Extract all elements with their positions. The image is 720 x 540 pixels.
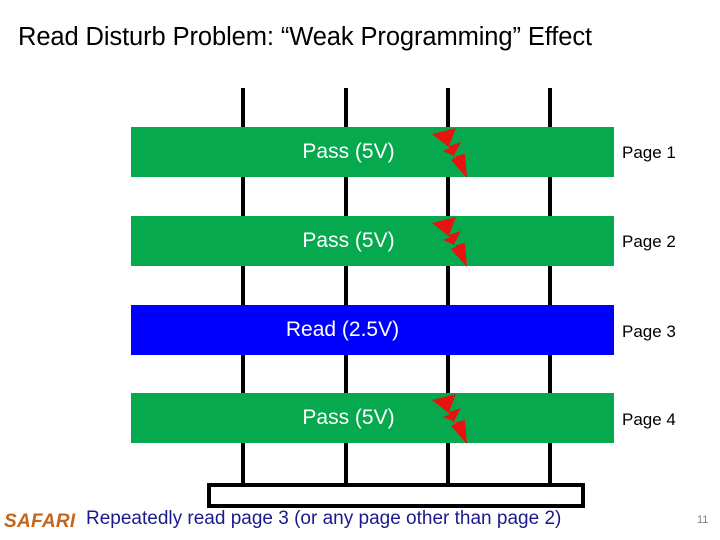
- footer-caption: Repeatedly read page 3 (or any page othe…: [86, 508, 562, 529]
- bitline-4: [548, 88, 552, 485]
- page-label-row-4: Page 4: [622, 410, 676, 429]
- bitline-2: [344, 88, 348, 485]
- page-label-row-2: Page 2: [622, 232, 676, 251]
- wordline-row-3: Read (2.5V): [131, 305, 614, 355]
- wordline-label-row-4: Pass (5V): [302, 406, 395, 429]
- wordline-label-row-1: Pass (5V): [302, 140, 395, 163]
- page-label-row-3: Page 3: [622, 322, 676, 341]
- wordline-row-1: Pass (5V): [131, 127, 614, 177]
- wordline-label-row-2: Pass (5V): [302, 229, 395, 252]
- page-number: 11: [697, 514, 709, 526]
- safari-logo: SAFARI: [4, 511, 76, 532]
- page-title: Read Disturb Problem: “Weak Programming”…: [18, 23, 592, 51]
- sense-amplifier-box: [207, 483, 585, 508]
- wordline-row-2: Pass (5V): [131, 216, 614, 266]
- wordline-label-row-3: Read (2.5V): [285, 318, 400, 341]
- page-label-row-1: Page 1: [622, 143, 676, 162]
- bitline-1: [241, 88, 245, 485]
- wordline-row-4: Pass (5V): [131, 393, 614, 443]
- bitline-3: [446, 88, 450, 485]
